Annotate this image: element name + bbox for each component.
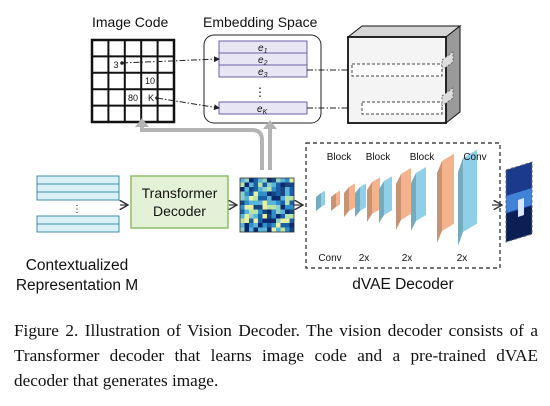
dvae-label-conv-top: Conv: [463, 152, 486, 163]
input-ellipsis: ⋮: [72, 204, 82, 215]
code-cell-80: 80: [128, 93, 138, 103]
dvae-decoder-title: dVAE Decoder: [352, 276, 453, 293]
embedding-e1: e1: [258, 43, 268, 55]
dvae-label-2x-2: 2x: [402, 253, 413, 264]
transformer-decoder-box: [130, 175, 229, 229]
image-code-grid: [90, 38, 176, 124]
output-image: [505, 161, 533, 243]
dvae-label-block-3: Block: [410, 152, 435, 163]
transformer-decoder-line2: Decoder: [153, 203, 206, 219]
embedding-cube: [346, 24, 462, 125]
dvae-decoder-box: [305, 142, 501, 269]
embedding-e3: e3: [258, 67, 268, 79]
feedback-arrows: [140, 124, 272, 170]
contextualized-line2: Representation M: [16, 277, 138, 294]
code-cell-10: 10: [145, 76, 155, 86]
token-grid-image: [239, 177, 295, 233]
dvae-layers: [316, 149, 477, 246]
code-cell-k: K: [148, 93, 154, 103]
feedback-arrowhead-left: [135, 118, 149, 127]
input-representation-stack: [36, 175, 120, 233]
code-cell-3: 3: [113, 60, 118, 70]
contextualized-line1: Contextualized: [26, 257, 129, 274]
lookup-dot-1: [120, 61, 124, 65]
feedback-arrowhead-right: [263, 120, 277, 129]
lookup-dot-2: [155, 96, 159, 100]
dvae-label-2x-3: 2x: [457, 253, 468, 264]
embedding-space-title: Embedding Space: [203, 14, 318, 30]
embedding-ek: eK: [257, 104, 268, 116]
embedding-ellipsis: ⋮: [254, 85, 266, 99]
dvae-label-block-2: Block: [366, 152, 391, 163]
transformer-decoder-line1: Transformer: [142, 185, 218, 201]
dvae-label-block-1: Block: [327, 152, 352, 163]
figure-caption: Figure 2. Illustration of Vision Decoder…: [14, 321, 538, 390]
vision-decoder-diagram: Image Code 3 10 80 K Embedding Space e1 …: [16, 14, 533, 294]
image-code-title: Image Code: [92, 14, 168, 30]
dvae-label-conv-bottom: Conv: [318, 253, 341, 264]
dvae-label-2x-1: 2x: [359, 253, 370, 264]
embedding-e2: e2: [258, 55, 268, 67]
